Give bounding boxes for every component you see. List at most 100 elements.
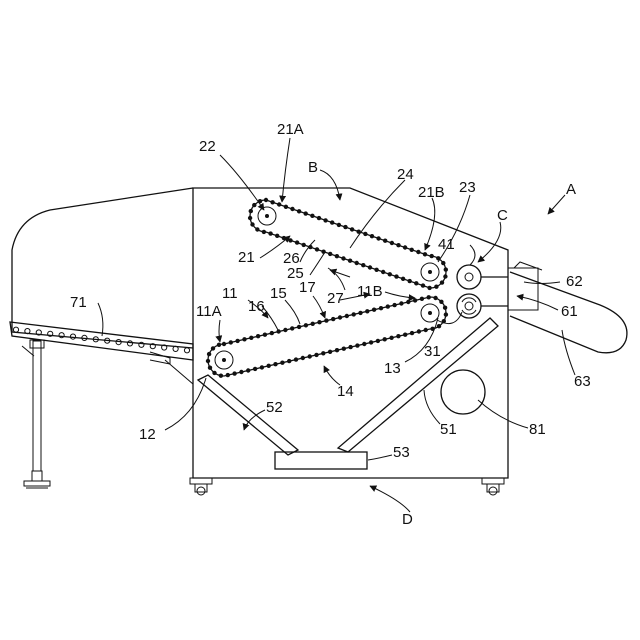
label-62: 62: [566, 273, 583, 290]
chain-link: [255, 227, 259, 231]
chain-link: [372, 308, 376, 312]
chain-link: [317, 216, 321, 220]
chain-link: [256, 334, 260, 338]
chain-link: [270, 331, 274, 335]
chain-link: [219, 374, 223, 378]
chain-link: [417, 329, 421, 333]
label-A: A: [566, 181, 576, 198]
chain-link: [262, 230, 266, 234]
lower-chain-links: [206, 295, 448, 378]
chain-link: [229, 340, 233, 344]
chain-link: [396, 243, 400, 247]
chain-link: [379, 306, 383, 310]
chain-link: [443, 306, 447, 310]
chain-link: [321, 250, 325, 254]
chain-link: [427, 295, 431, 299]
chain-link: [284, 205, 288, 209]
label-17: 17: [299, 279, 316, 296]
chain-link: [434, 285, 438, 289]
label-11A: 11A: [196, 303, 222, 320]
chain-link: [249, 209, 253, 213]
conveyor-roller: [127, 341, 132, 346]
chain-link: [239, 370, 243, 374]
chain-link: [217, 343, 221, 347]
chain-link: [330, 220, 334, 224]
chain-link: [386, 304, 390, 308]
chain-link: [410, 248, 414, 252]
label-61: 61: [561, 303, 578, 320]
chain-link: [392, 303, 396, 307]
chain-link: [362, 342, 366, 346]
label-D: D: [402, 511, 413, 528]
label-21B: 21B: [418, 184, 445, 201]
chain-link: [275, 234, 279, 238]
chain-link: [394, 274, 398, 278]
chain-link: [427, 286, 431, 290]
chain-link: [437, 324, 441, 328]
chain-link: [324, 318, 328, 322]
chain-link: [341, 256, 345, 260]
chain-link: [439, 300, 443, 304]
chain-link: [414, 281, 418, 285]
chain-link: [304, 323, 308, 327]
chain-link: [311, 322, 315, 326]
chain-link: [361, 263, 365, 267]
chain-link: [383, 239, 387, 243]
label-63: 63: [574, 373, 591, 390]
chain-link: [345, 314, 349, 318]
chain-link: [396, 334, 400, 338]
label-13: 13: [384, 360, 401, 377]
label-16: 16: [248, 298, 265, 315]
chain-link: [268, 231, 272, 235]
chain-link: [421, 283, 425, 287]
chain-link: [235, 339, 239, 343]
lower-conveyor: [208, 297, 446, 376]
chain-link: [211, 346, 215, 350]
chain-link: [348, 345, 352, 349]
chain-link: [370, 234, 374, 238]
chain-link: [260, 365, 264, 369]
chain-link: [406, 300, 410, 304]
label-53: 53: [393, 444, 410, 461]
reference-labels: A B C D 21A 22 24 21B 23 41 21 26 25 27 …: [70, 121, 591, 528]
chain-link: [440, 280, 444, 284]
chain-link: [388, 272, 392, 276]
chain-link: [403, 333, 407, 337]
conveyor-roller: [13, 327, 18, 332]
chain-link: [287, 359, 291, 363]
chain-link: [335, 348, 339, 352]
chain-link: [331, 317, 335, 321]
chain-link: [328, 350, 332, 354]
chain-link: [317, 320, 321, 324]
label-15: 15: [270, 285, 287, 302]
chain-link: [430, 254, 434, 258]
chain-link: [423, 252, 427, 256]
chain-link: [294, 357, 298, 361]
chain-link: [433, 296, 437, 300]
label-24: 24: [397, 166, 414, 183]
chain-link: [232, 371, 236, 375]
infeed-hood: [10, 188, 193, 384]
upper-roller: [457, 265, 481, 289]
caster-foot-right: [482, 478, 504, 495]
label-14: 14: [337, 383, 354, 400]
chain-link: [444, 312, 448, 316]
chain-link: [363, 232, 367, 236]
chain-link: [441, 261, 445, 265]
chain-link: [206, 359, 210, 363]
chain-link: [343, 225, 347, 229]
chain-link: [352, 312, 356, 316]
chain-link: [444, 267, 448, 271]
label-31: 31: [424, 343, 441, 360]
chain-link: [342, 347, 346, 351]
chain-link: [242, 337, 246, 341]
chain-link: [297, 209, 301, 213]
chain-link: [358, 311, 362, 315]
chain-link: [381, 270, 385, 274]
chain-link: [264, 198, 268, 202]
label-11: 11: [222, 285, 238, 302]
chain-link: [283, 328, 287, 332]
chain-link: [365, 309, 369, 313]
label-22: 22: [199, 138, 216, 155]
